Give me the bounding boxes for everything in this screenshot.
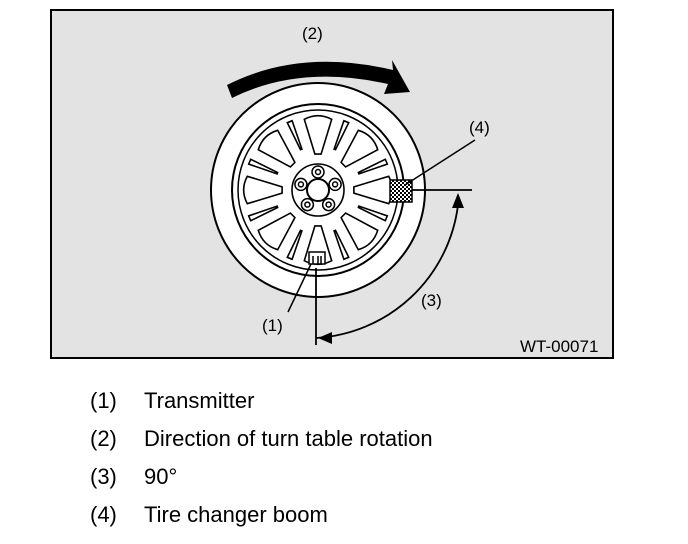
- legend-number: (3): [90, 464, 117, 489]
- rotation-arrow-icon: [227, 60, 410, 98]
- leader-line-1: [287, 263, 312, 313]
- center-bore: [306, 178, 330, 202]
- spoke-opening: [340, 129, 379, 168]
- tire-changer-boom-icon: [389, 179, 413, 203]
- wheel-spokes: [242, 114, 394, 266]
- leader-line-4: [404, 139, 476, 186]
- callout-4: (4): [469, 118, 490, 137]
- spoke-slot: [286, 229, 303, 261]
- lug-nut-icon: [314, 168, 322, 176]
- legend-item: (2) Direction of turn table rotation: [90, 426, 650, 464]
- legend-number: (2): [90, 426, 117, 451]
- angle-arrowhead-bottom: [318, 332, 332, 344]
- wheel-diagram: (2) (4) (3) (1) WT-00071: [210, 24, 598, 356]
- legend-text: Direction of turn table rotation: [144, 426, 433, 451]
- spoke-opening: [257, 212, 296, 251]
- spoke-slot: [357, 158, 389, 175]
- legend-item: (1) Transmitter: [90, 388, 650, 426]
- lug-nuts: [294, 165, 342, 212]
- lug-nut-icon: [325, 201, 332, 208]
- spoke-slot: [247, 158, 279, 175]
- lug-nut-icon: [304, 201, 311, 208]
- legend-number: (4): [90, 502, 117, 527]
- spoke-slot: [247, 205, 279, 222]
- spoke-slot: [333, 119, 350, 151]
- lug-nut-icon: [331, 181, 339, 188]
- spoke-opening: [303, 114, 333, 155]
- callout-2: (2): [302, 24, 323, 43]
- spoke-slot: [357, 205, 389, 222]
- spoke-opening: [257, 129, 296, 168]
- legend-number: (1): [90, 388, 117, 413]
- legend-text: Tire changer boom: [144, 502, 328, 527]
- legend: (1) Transmitter (2) Direction of turn ta…: [90, 388, 650, 540]
- legend-item: (4) Tire changer boom: [90, 502, 650, 540]
- callout-1: (1): [262, 316, 283, 335]
- transmitter-icon: [308, 251, 326, 265]
- legend-item: (3) 90°: [90, 464, 650, 502]
- angle-arc: [315, 204, 459, 339]
- callout-3: (3): [421, 291, 442, 310]
- spoke-slot: [286, 119, 303, 151]
- figure-id-label: WT-00071: [520, 337, 598, 356]
- spoke-opening: [242, 175, 283, 205]
- spoke-opening: [340, 212, 379, 251]
- spoke-slot: [333, 229, 350, 261]
- lug-nut-icon: [297, 181, 305, 188]
- angle-arrowhead-top: [452, 193, 464, 208]
- legend-text: 90°: [144, 464, 178, 489]
- legend-text: Transmitter: [144, 388, 255, 413]
